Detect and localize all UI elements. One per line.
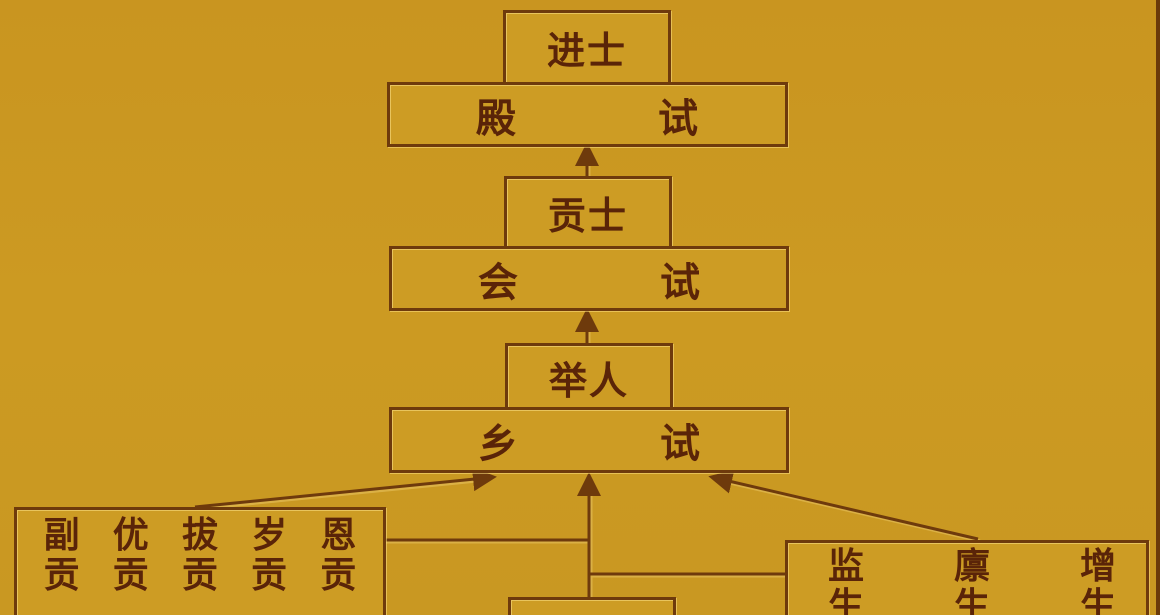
source-item-linsheng: 廪 生 — [953, 546, 990, 615]
frame-edge — [1156, 0, 1160, 615]
exam-box-huishi: 会 试 — [389, 246, 789, 311]
exam-label-char1: 会 — [478, 259, 518, 306]
degree-label: 举人 — [548, 358, 629, 403]
source-label: 生员 — [552, 606, 632, 615]
exam-label-char2: 试 — [660, 259, 700, 306]
exam-label-char2: 试 — [658, 95, 698, 142]
source-item-jiansheng: 监 生 — [828, 546, 865, 615]
source-item-yougong: 优 贡 — [112, 515, 149, 596]
arrow-gongsheng-to-xiangshi — [194, 467, 497, 509]
exam-label-char1: 乡 — [478, 421, 518, 467]
source-item-zengsheng: 增 生 — [1079, 546, 1116, 615]
source-box-jiansheng: 监 生 廪 生 增 生 — [785, 540, 1149, 615]
source-box-gongsheng: 副 贡 优 贡 拔 贡 岁 贡 恩 贡 — [14, 507, 386, 615]
degree-box-juren: 举人 — [505, 343, 673, 411]
degree-label: 进士 — [546, 29, 627, 73]
exam-label-char2: 试 — [660, 421, 700, 467]
source-item-fugong: 副 贡 — [43, 515, 80, 596]
degree-label: 贡士 — [547, 194, 628, 238]
source-item-bagong: 拔 贡 — [181, 515, 218, 596]
exam-box-dianshi: 殿 试 — [387, 82, 788, 147]
arrow-jiansheng-to-xiangshi — [708, 470, 979, 541]
exam-label-char1: 殿 — [476, 95, 516, 142]
degree-box-jinshi: 进士 — [503, 10, 671, 85]
source-item-engong: 恩 贡 — [320, 515, 357, 596]
degree-box-gongshi: 贡士 — [504, 176, 672, 249]
source-box-shengyuan: 生员 — [508, 597, 676, 615]
exam-box-xiangshi: 乡 试 — [389, 407, 789, 473]
source-item-suigong: 岁 贡 — [251, 515, 288, 596]
